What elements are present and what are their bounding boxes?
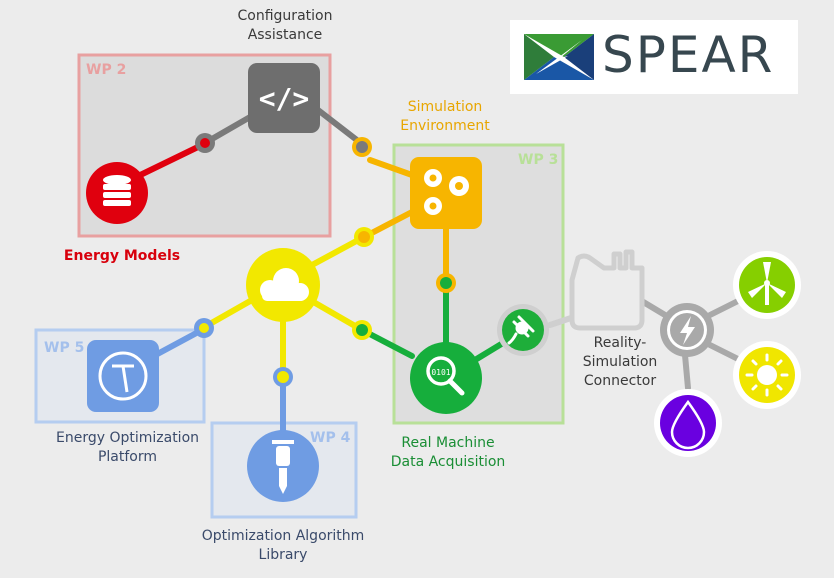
cloud-icon [260, 268, 309, 301]
socket-yellow-upper [354, 227, 374, 247]
label-line: Configuration [237, 8, 333, 24]
wp5-label: WP 5 [44, 340, 85, 356]
socket-green-mid [352, 320, 372, 340]
reality-simulation-connector-node [497, 304, 549, 356]
label-line: Data Acquisition [390, 454, 506, 470]
library-icon [272, 440, 294, 494]
configuration-assistance-label: Configuration Assistance [225, 7, 345, 45]
socket-connectors [194, 133, 456, 387]
gears-icon [424, 169, 469, 215]
optimization-algorithm-library-node [247, 430, 319, 502]
socket-blue-left [194, 318, 214, 338]
socket-gray-left [195, 133, 215, 153]
socket-gray-right [352, 137, 372, 157]
label-line: Library [258, 547, 308, 563]
spear-wordmark: SPEAR [602, 26, 775, 84]
wp4-label: WP 4 [310, 430, 351, 446]
spear-emblem-icon [524, 34, 594, 80]
simulation-environment-label: Simulation Environment [385, 98, 505, 136]
plug-icon [507, 315, 535, 345]
optimization-algorithm-library-label: Optimization Algorithm Library [190, 527, 376, 565]
wp2-label: WP 2 [86, 62, 127, 78]
factory-icon [569, 249, 645, 331]
real-machine-data-acquisition-node: 0101 [410, 342, 482, 414]
real-machine-data-acquisition-label: Real Machine Data Acquisition [378, 434, 518, 472]
database-icon [103, 175, 131, 206]
label-line: Assistance [247, 27, 323, 43]
socket-orange-green [436, 273, 456, 293]
energy-models-node [86, 162, 148, 224]
socket-blue-bottom [273, 367, 293, 387]
wind-turbine-icon [748, 262, 786, 305]
svg-text:0101: 0101 [431, 368, 450, 377]
energy-optimization-platform-label: Energy Optimization Platform [40, 429, 215, 467]
label-line: Platform [97, 449, 158, 465]
power-hub-node [660, 303, 714, 357]
label-line: Energy Optimization [55, 430, 200, 446]
label-line: Connector [583, 373, 657, 389]
label-line: Real Machine [401, 435, 495, 451]
energy-optimization-platform-node [87, 340, 159, 412]
sun-icon [745, 353, 789, 397]
lightning-icon [680, 316, 695, 345]
reality-simulation-connector-label: Reality- Simulation Connector [565, 334, 675, 391]
platform-icon [98, 351, 148, 401]
cloud-node [246, 248, 320, 322]
wind-node [733, 251, 801, 319]
magnifier-icon: 0101 [426, 356, 465, 396]
factory-node [569, 249, 645, 331]
water-drop-icon [670, 399, 706, 450]
label-line: Simulation [582, 354, 658, 370]
wp3-label: WP 3 [518, 152, 559, 168]
code-icon: </> [259, 82, 310, 115]
energy-models-label: Energy Models [63, 248, 181, 264]
simulation-environment-node [410, 157, 482, 229]
label-line: Optimization Algorithm [201, 528, 365, 544]
sun-node [733, 341, 801, 409]
label-line: Environment [400, 118, 490, 134]
water-node [654, 389, 722, 457]
label-line: Simulation [407, 99, 483, 115]
label-line: Reality- [593, 335, 647, 351]
spear-logo: SPEAR [510, 20, 798, 94]
configuration-assistance-node: </> [248, 63, 320, 133]
